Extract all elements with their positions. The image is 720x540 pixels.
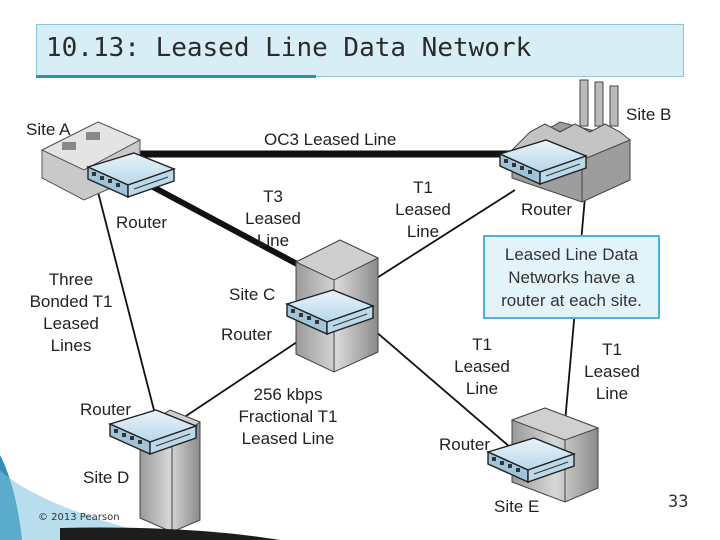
title-bar: 10.13: Leased Line Data Network: [36, 24, 684, 77]
callout-line: Leased Line Data: [504, 245, 639, 264]
slide-title: 10.13: Leased Line Data Network: [46, 33, 532, 63]
site-e-router-label: Router: [439, 435, 491, 454]
site-d-label: Site D: [83, 468, 130, 487]
link-a-d: [97, 191, 157, 419]
link-c-d: [164, 339, 301, 431]
title-underline: [36, 75, 316, 78]
link-a-b-label: OC3 Leased Line: [264, 130, 397, 149]
site-b-router-label: Router: [521, 200, 573, 219]
site-b-label: Site B: [626, 105, 672, 124]
site-c-label: Site C: [229, 285, 276, 304]
site-a-label: Site A: [26, 120, 71, 139]
copyright: © 2013 Pearson: [38, 512, 120, 523]
decorative-wave: [0, 455, 280, 540]
site-d-router-label: Router: [80, 400, 132, 419]
page-number: 33: [668, 492, 689, 512]
link-c-e: [359, 317, 526, 461]
site-c-router-label: Router: [221, 325, 273, 344]
callout-line: router at each site.: [501, 291, 642, 310]
site-a-router-label: Router: [116, 213, 168, 232]
link-a-c: [138, 177, 314, 275]
callout-line: Networks have a: [508, 268, 635, 287]
callout-box: Leased Line Data Networks have a router …: [483, 235, 660, 319]
site-e-label: Site E: [494, 497, 540, 516]
link-b-e: [561, 185, 587, 457]
site-b-factory: [510, 79, 631, 203]
